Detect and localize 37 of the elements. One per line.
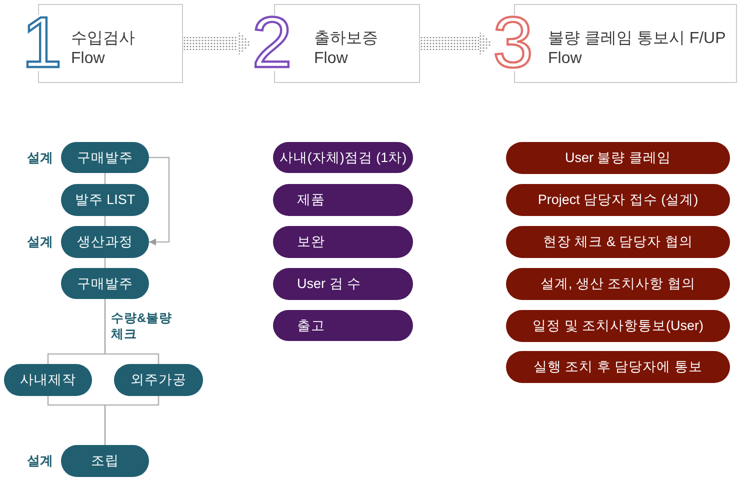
process-box: Project 담당자 접수 (설계) (506, 184, 730, 216)
process-box: 일정 및 조치사항통보(User) (506, 310, 730, 342)
process-box: 실행 조치 후 담당자에 통보 (506, 351, 730, 383)
side-label: 설계 (27, 452, 53, 470)
process-box: 조립 (61, 445, 149, 477)
step-title: 출하보증 Flow (314, 29, 379, 69)
connector-line (104, 216, 106, 226)
connector-line (104, 396, 160, 445)
process-box: User 검 수 (273, 268, 413, 300)
side-label: 설계 (27, 148, 53, 166)
process-box: 외주가공 (114, 364, 203, 396)
arrow (149, 156, 170, 246)
process-box: 사내(자체)점검 (1차) (273, 142, 413, 173)
process-box: 사내제작 (4, 364, 92, 396)
step-number: 3 (493, 15, 534, 71)
step-number: 2 (252, 15, 292, 71)
connector-line (104, 299, 160, 364)
step-box (252, 4, 420, 83)
step-title: 수입검사 Flow (71, 29, 136, 69)
connector-line (104, 173, 106, 184)
side-label: 설계 (27, 233, 53, 251)
connector-line (104, 258, 106, 268)
step-title: 불량 클레임 통보시 F/UP Flow (548, 29, 726, 69)
process-box: 제품 (273, 184, 413, 216)
process-box: 구매발주 (61, 268, 149, 299)
process-box: 설계, 생산 조치사항 협의 (506, 268, 730, 300)
process-box: 출고 (273, 310, 413, 341)
step-box (493, 4, 737, 83)
process-box: 발주 LIST (61, 184, 149, 216)
process-box: User 불량 클레임 (506, 142, 730, 174)
process-box: 구매발주 (61, 142, 149, 173)
process-box: 현장 체크 & 담당자 협의 (506, 226, 730, 258)
dotted-arrow (183, 32, 252, 56)
process-box: 보완 (273, 226, 413, 258)
dotted-arrow (420, 32, 493, 56)
note-text: 수량&불량 체크 (111, 310, 174, 342)
process-box: 생산과정 (61, 226, 149, 258)
